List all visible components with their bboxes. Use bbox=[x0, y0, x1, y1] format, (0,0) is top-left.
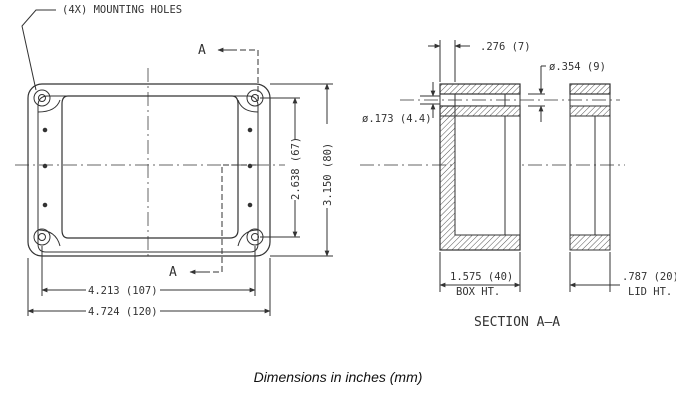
box-outer-outline bbox=[27, 83, 271, 257]
dim-wall-thickness: .276 (7) bbox=[480, 41, 531, 53]
box-cavity-outline bbox=[61, 95, 239, 239]
mounting-hole-top-left bbox=[33, 89, 51, 107]
section-cut-line bbox=[190, 49, 259, 273]
top-view bbox=[15, 9, 333, 316]
dim-box-height: 1.575 (40) bbox=[450, 271, 513, 283]
mounting-holes-leader bbox=[21, 9, 56, 91]
dim-height-inner: 2.638 (67) bbox=[290, 137, 302, 200]
lid-section bbox=[569, 83, 611, 251]
lid-screw-holes bbox=[42, 127, 253, 208]
lid-height-label: LID HT. bbox=[628, 286, 672, 298]
box-flange-outline bbox=[37, 95, 259, 253]
caption: Dimensions in inches (mm) bbox=[253, 369, 423, 385]
dim-hole-large: ø.354 (9) bbox=[549, 61, 606, 73]
dim-lid-height: .787 (20) bbox=[622, 271, 676, 283]
box-lid-section bbox=[439, 83, 521, 106]
section-view bbox=[360, 40, 625, 292]
section-marker-top: A bbox=[198, 43, 206, 58]
dim-hole-small: ø.173 (4.4) bbox=[362, 113, 432, 125]
dim-height-outer: 3.150 (80) bbox=[322, 143, 334, 206]
dim-width-inner: 4.213 (107) bbox=[88, 285, 158, 297]
box-section bbox=[439, 105, 521, 251]
section-title: SECTION A–A bbox=[474, 315, 560, 330]
mounting-hole-bottom-left bbox=[33, 228, 51, 246]
box-height-label: BOX HT. bbox=[456, 286, 500, 298]
dim-width-outer: 4.724 (120) bbox=[88, 306, 158, 318]
section-marker-bottom: A bbox=[169, 265, 177, 280]
mounting-holes-label: (4X) MOUNTING HOLES bbox=[62, 4, 182, 16]
